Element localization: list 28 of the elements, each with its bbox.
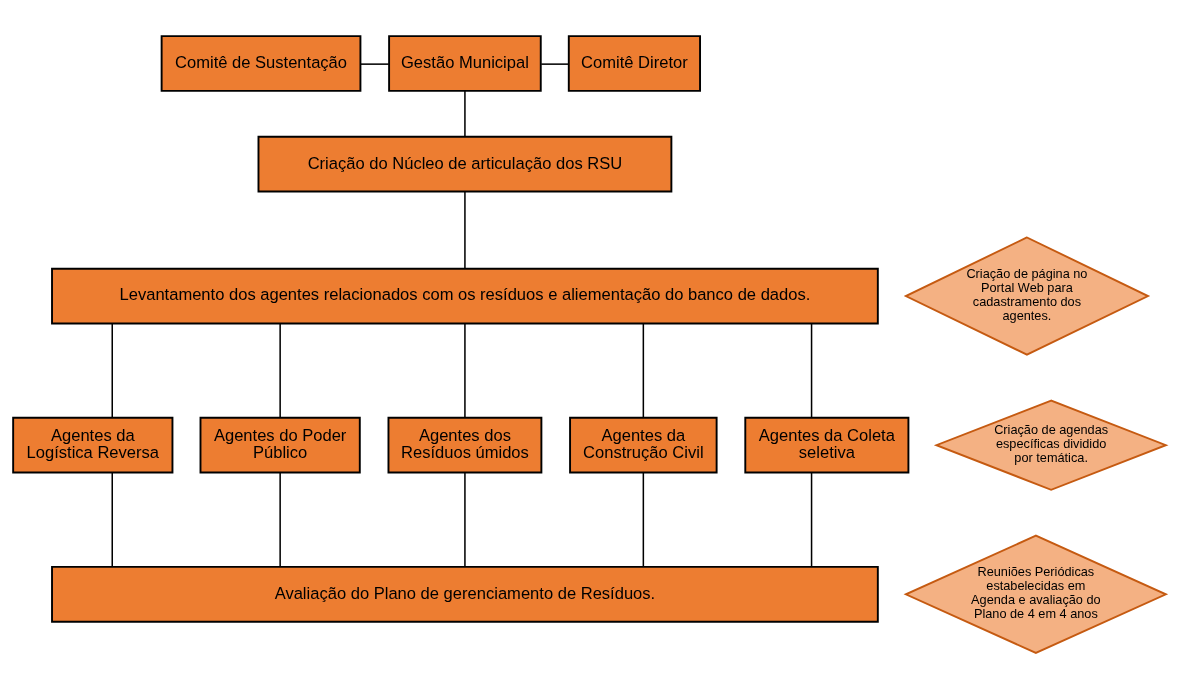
node-box: Levantamento dos agentes relacionados com os resíduos e aliementação do banco de dados. — [51, 267, 879, 324]
node-diamond: Criação de agendas específicas dividido por temática. — [933, 399, 1169, 491]
node-box: Gestão Municipal — [388, 34, 542, 92]
connector — [464, 322, 466, 418]
node-box: Comitê Diretor — [567, 34, 701, 92]
node-box: Comitê de Sustentação — [160, 34, 362, 92]
node-box: Agentes do Poder Público — [199, 416, 361, 474]
connector — [464, 190, 466, 269]
node-box: Agentes da Coleta seletiva — [744, 416, 910, 474]
node-diamond: Reuniões Periódicas estabelecidas em Agenda e avaliação do Plano de 4 em 4 anos — [903, 534, 1169, 654]
connector — [111, 322, 113, 418]
connector — [810, 471, 813, 567]
node-diamond: Criação de página no Portal Web para cadastramento dos agentes. — [903, 235, 1151, 356]
connector — [642, 322, 645, 418]
node-box: Agentes da Logística Reversa — [12, 416, 174, 474]
connector — [464, 89, 466, 137]
node-box: Criação do Núcleo de articulação dos RSU — [257, 135, 673, 193]
connector — [279, 471, 281, 567]
connector — [464, 471, 466, 567]
node-box: Agentes dos Resíduos úmidos — [387, 416, 543, 474]
connector — [540, 62, 570, 65]
connector — [810, 322, 813, 418]
node-box: Agentes da Construção Civil — [569, 416, 718, 474]
connector — [279, 322, 281, 418]
connector — [111, 471, 113, 567]
connector — [642, 471, 645, 567]
node-box: Avaliação do Plano de gerenciamento de Resíduos. — [51, 565, 879, 623]
connector — [359, 62, 390, 65]
